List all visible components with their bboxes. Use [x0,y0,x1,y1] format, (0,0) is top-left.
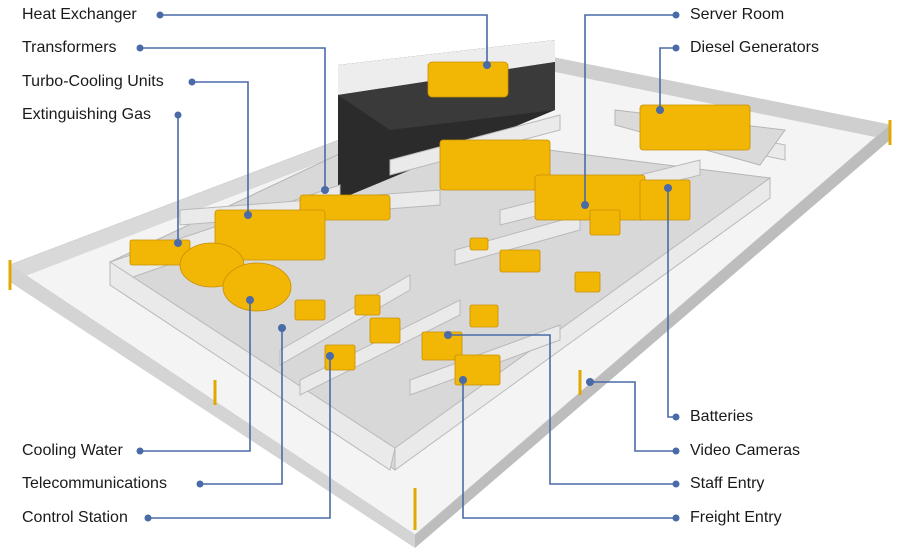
leader-dot-freight-entry [672,514,680,522]
leader-dot-control-station [144,514,152,522]
leader-transformers [140,47,326,190]
leader-telecommunications [200,328,283,485]
leader-dot-staff-entry [444,331,452,339]
leader-dot-video-cameras [672,447,680,455]
leader-dot-control-station [326,352,334,360]
leader-dot-heat-exchanger [156,11,164,19]
leader-server-room [584,14,676,205]
label-staff-entry: Staff Entry [690,475,765,492]
leader-dot-transformers [321,186,329,194]
leader-dot-freight-entry [459,376,467,384]
leader-dot-transformers [136,44,144,52]
leader-staff-entry [448,334,676,485]
leader-dot-cooling-water [136,447,144,455]
leader-dot-extinguishing-gas [174,111,182,119]
leader-lines [136,11,680,522]
label-batteries: Batteries [690,408,754,425]
leader-diesel-generators [659,47,676,110]
leader-dot-telecommunications [196,480,204,488]
leader-dot-batteries [664,184,672,192]
label-diesel-generators: Diesel Generators [690,39,819,56]
label-server-room: Server Room [690,6,785,23]
leader-dot-video-cameras [586,378,594,386]
label-extinguishing-gas: Extinguishing Gas [22,106,151,123]
equipment [129,61,751,386]
leader-heat-exchanger [160,14,488,65]
leader-dot-extinguishing-gas [174,239,182,247]
leader-dot-heat-exchanger [483,61,491,69]
leader-dot-server-room [581,201,589,209]
leader-dot-turbo-cooling [244,211,252,219]
leader-dot-turbo-cooling [188,78,196,86]
leader-control-station [148,356,331,519]
leader-dot-telecommunications [278,324,286,332]
label-freight-entry: Freight Entry [690,509,782,526]
leader-turbo-cooling [192,81,249,215]
label-heat-exchanger: Heat Exchanger [22,6,137,23]
leader-video-cameras [590,381,676,452]
label-telecommunications: Telecommunications [22,475,167,492]
leader-dot-diesel-generators [656,106,664,114]
leader-cooling-water [140,300,251,452]
leader-dot-staff-entry [672,480,680,488]
label-turbo-cooling: Turbo-Cooling Units [22,73,164,90]
leader-dot-server-room [672,11,680,19]
label-control-station: Control Station [22,509,128,526]
label-video-cameras: Video Cameras [690,442,800,459]
leader-freight-entry [462,380,676,519]
label-transformers: Transformers [22,39,117,56]
label-cooling-water: Cooling Water [22,442,123,459]
leader-dot-cooling-water [246,296,254,304]
leader-dot-diesel-generators [672,44,680,52]
leader-dot-batteries [672,413,680,421]
